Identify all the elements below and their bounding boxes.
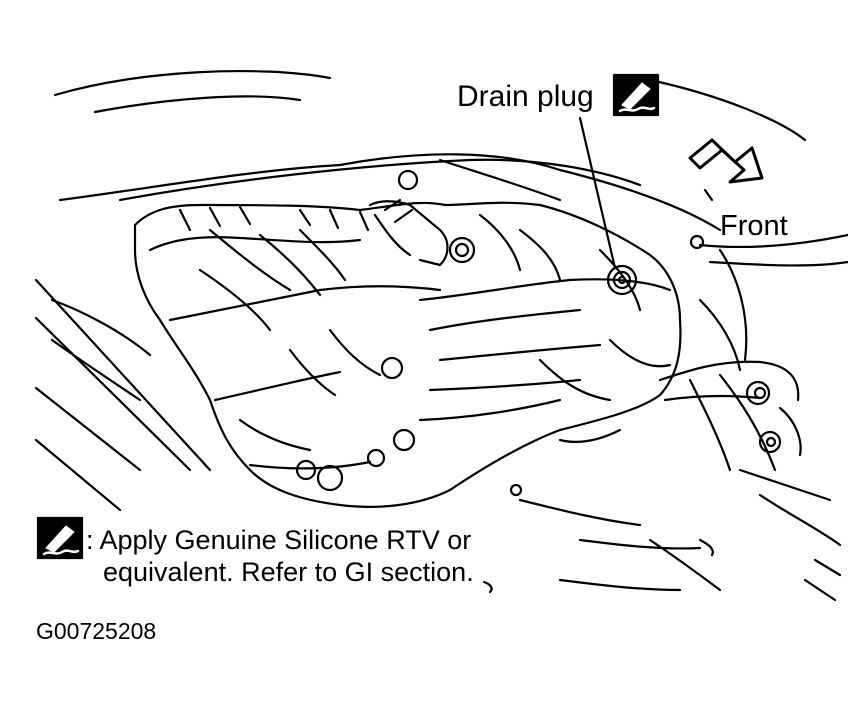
drain-plug-and-bolts (295, 234, 705, 497)
drain-plug-label: Drain plug (457, 80, 594, 113)
upper-component (368, 169, 476, 267)
lower-contours (518, 498, 722, 592)
sealant-applicator-icon (612, 73, 660, 117)
front-label: Front (720, 210, 788, 242)
sealant-legend-icon (36, 516, 84, 560)
sealant-note-line-2: equivalent. Refer to GI section. (103, 557, 474, 587)
oil-pan-outline (133, 201, 682, 508)
crossmember (658, 360, 842, 602)
sealant-note-line-1: : Apply Genuine Silicone RTV or (86, 525, 472, 555)
drain-plug-leader-line (578, 116, 617, 270)
note-trailing-mark (482, 580, 493, 594)
vehicle-body-contours (34, 69, 848, 512)
front-direction-arrow-icon (688, 138, 764, 202)
figure-id: G00725208 (36, 618, 157, 644)
